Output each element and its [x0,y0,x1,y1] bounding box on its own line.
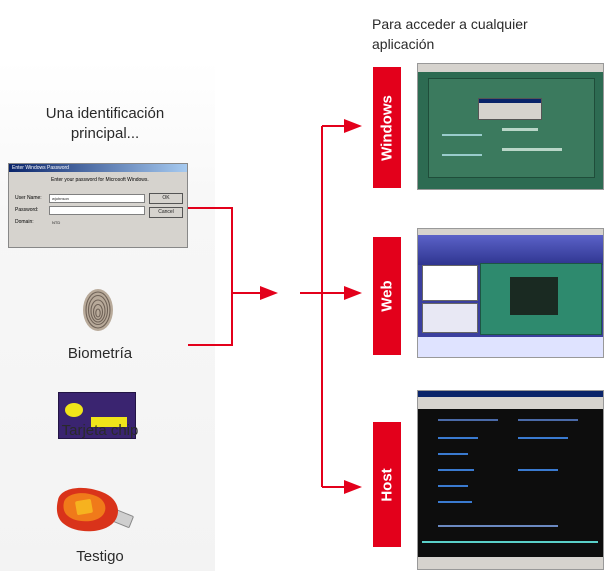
top-caption: Para acceder a cualquier aplicación [372,16,528,52]
host-tab-label: Host [378,467,396,502]
token-label: Testigo [76,548,124,565]
left-caption: Una identificación principal... [45,105,165,142]
domain-value: NTD [49,218,145,227]
domain-label: Domain: [15,219,34,225]
login-dialog: Enter Windows Password Enter your passwo… [8,163,188,248]
password-label: Password: [15,207,39,213]
usb-token-icon [56,487,134,532]
windows-tab: Windows [373,67,401,188]
biometry-label: Biometría [67,345,133,362]
web-tab: Web [373,237,401,355]
chip-card-label: Tarjeta chip [61,422,139,439]
web-screenshot [417,228,604,358]
password-field [49,206,145,215]
user-name-field: wjohnson [49,194,145,203]
windows-screenshot [417,63,604,190]
chip-card-icon [58,392,136,439]
host-tab: Host [373,422,401,547]
login-dialog-title: Enter Windows Password [9,164,187,172]
web-tab-label: Web [378,280,396,312]
fingerprint-icon [83,289,113,331]
ok-button: OK [149,193,183,204]
cancel-button: Cancel [149,207,183,218]
host-screenshot [417,390,604,570]
user-name-label: User Name: [15,195,42,201]
windows-tab-label: Windows [378,94,396,161]
login-dialog-prompt: Enter your password for Microsoft Window… [51,177,149,183]
